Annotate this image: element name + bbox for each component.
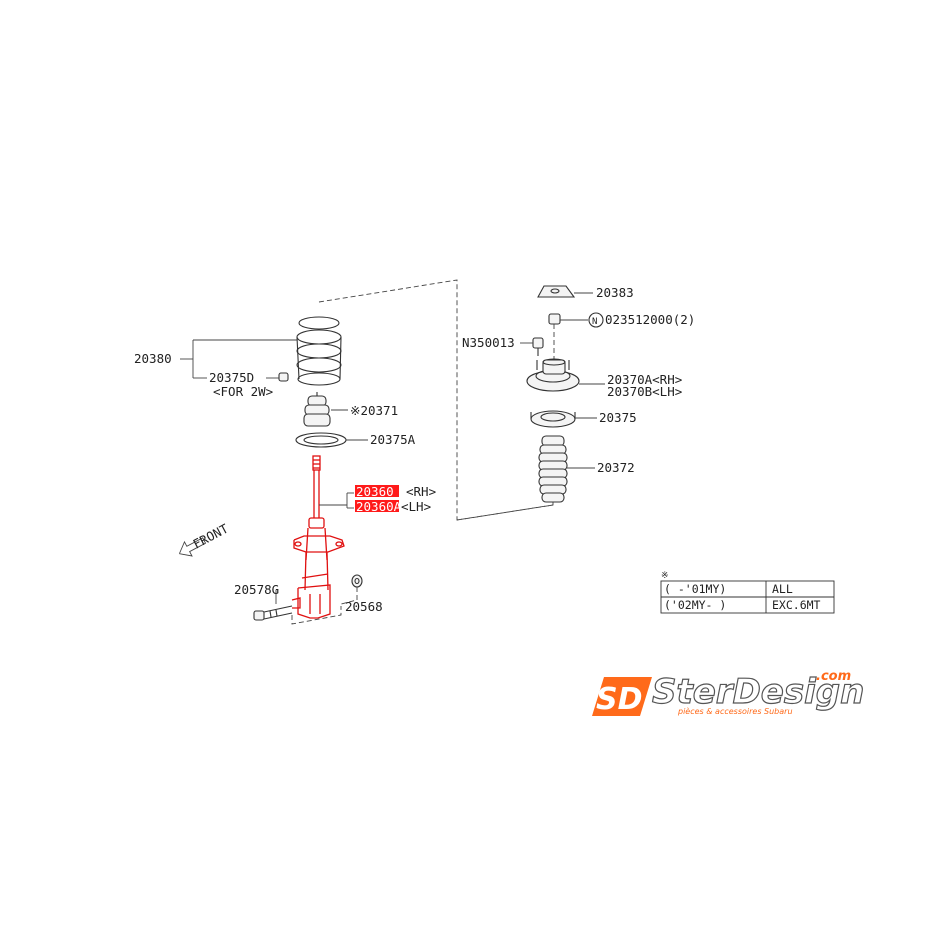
label-20371: ※20371	[350, 403, 398, 418]
flange-nut-n350013[interactable]	[532, 337, 544, 356]
bolt-20578g[interactable]	[253, 605, 293, 621]
label-20360-lh: 20360A	[356, 499, 402, 514]
self-locking-nut-023512000[interactable]	[548, 313, 561, 325]
label-20568: 20568	[345, 599, 383, 614]
rubber-seat-20375a[interactable]	[295, 432, 347, 448]
sterdesign-logo[interactable]: SD SterDesign .com pièces & accessoires …	[592, 669, 865, 717]
label-20578g: 20578G	[234, 582, 279, 597]
logo-initials: SD	[596, 682, 643, 717]
label-20383: 20383	[596, 285, 634, 300]
label-20380: 20380	[134, 351, 172, 366]
label-20370a: 20370A<RH>	[607, 372, 682, 387]
table-row-1-applies: ALL	[772, 582, 793, 596]
strut-mount-20370[interactable]	[526, 358, 580, 392]
logo-badge	[592, 677, 652, 716]
strut-assembly-20360[interactable]	[291, 455, 345, 619]
applicability-table: ※ ( -'01MY) ALL ('02MY- ) EXC.6MT	[660, 571, 835, 614]
table-row-2-period: ('02MY- )	[664, 598, 726, 612]
label-20370b: 20370B<LH>	[607, 384, 682, 399]
bolt-dashed-path	[291, 606, 342, 625]
table-row-2-applies: EXC.6MT	[772, 598, 821, 612]
bearing-seat-20375[interactable]	[530, 410, 576, 428]
spring-seat-20375d[interactable]	[278, 372, 289, 382]
label-20372: 20372	[597, 460, 635, 475]
nut-dashed-path	[340, 587, 358, 605]
label-n350013: N350013	[462, 335, 515, 350]
label-20375: 20375	[599, 410, 637, 425]
logo-tagline: pièces & accessoires Subaru	[677, 706, 793, 716]
coil-spring-20380[interactable]	[296, 316, 342, 386]
table-row-1-period: ( -'01MY)	[664, 582, 726, 596]
label-20360-rh: 20360	[356, 484, 394, 499]
highlight-20360-lh	[355, 500, 399, 512]
label-023512000: 023512000(2)	[605, 312, 695, 327]
label-20360-rh-side: <RH>	[406, 484, 436, 499]
label-20375d: 20375D	[209, 370, 254, 385]
label-front: FRONT	[190, 521, 231, 552]
front-direction-arrow	[178, 537, 207, 557]
bump-stopper-20371[interactable]	[303, 392, 331, 427]
label-20375a: 20375A	[370, 432, 416, 447]
table-marker: ※	[661, 571, 669, 581]
label-20375d-note: <FOR 2W>	[213, 384, 273, 399]
new-part-symbol	[588, 312, 604, 328]
highlight-20360-rh	[355, 485, 399, 497]
cap-20383[interactable]	[537, 285, 576, 298]
logo-domain: .com	[816, 669, 851, 684]
nut-20568[interactable]	[351, 574, 363, 588]
logo-brand: SterDesign	[652, 672, 864, 712]
label-n-symbol: N	[592, 317, 597, 327]
dust-boot-20372[interactable]	[538, 435, 568, 503]
assembly-link-dashed-bottom	[456, 500, 554, 521]
label-20360-lh-side: <LH>	[401, 499, 431, 514]
